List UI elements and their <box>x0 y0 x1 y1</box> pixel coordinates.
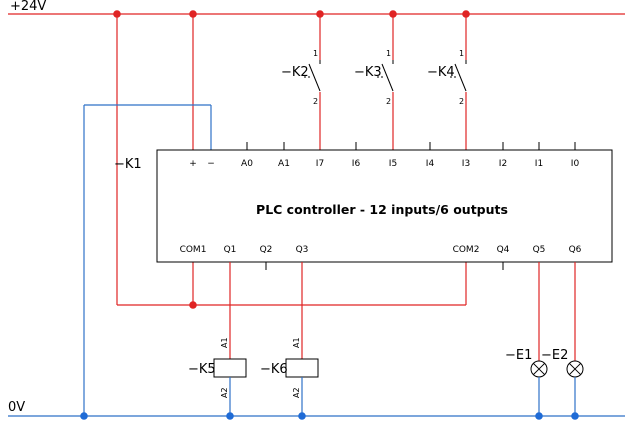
lamp-tag: −E2 <box>541 348 568 363</box>
pin-i0: I0 <box>571 159 580 169</box>
switch-tag: −K2 <box>281 65 309 80</box>
supply-wiring <box>116 14 467 306</box>
switch-k4: −K4 1 2 <box>427 14 467 150</box>
plc-bottom-pin-stubs <box>265 262 504 270</box>
junction-dot <box>226 412 234 420</box>
pin-q5: Q5 <box>533 245 546 255</box>
pin-plus: + <box>189 159 197 169</box>
junction-dot <box>189 10 197 18</box>
plc-top-pin-stubs <box>246 142 576 150</box>
ground-label: 0V <box>8 400 25 415</box>
pin-q3: Q3 <box>296 245 309 255</box>
plc-block: −K1 PLC controller - 12 inputs/6 outputs <box>114 149 613 263</box>
relay-terminal-a2: A2 <box>292 387 301 398</box>
relay-k6: −K6 A1 A2 <box>260 262 319 416</box>
pin-i1: I1 <box>535 159 543 169</box>
pin-i7: I7 <box>316 159 324 169</box>
switch-terminal-1: 1 <box>386 49 391 58</box>
switch-k3: −K3 1 2 <box>354 14 394 150</box>
switch-terminal-2: 2 <box>459 97 464 106</box>
relay-tag: −K5 <box>188 362 216 377</box>
lamp-e1: −E1 <box>505 262 548 416</box>
pin-a1: A1 <box>278 159 290 169</box>
switch-terminal-1: 1 <box>459 49 464 58</box>
pin-q6: Q6 <box>569 245 582 255</box>
switch-terminal-2: 2 <box>386 97 391 106</box>
junction-dot <box>80 412 88 420</box>
junction-dot <box>113 10 121 18</box>
pin-q1: Q1 <box>224 245 237 255</box>
junction-dot <box>571 412 579 420</box>
pin-q2: Q2 <box>260 245 273 255</box>
junction-dot <box>189 301 197 309</box>
plc-top-pins: + − A0 A1 I7 I6 I5 I4 I3 I2 I1 I0 <box>189 159 579 169</box>
switch-terminal-1: 1 <box>313 49 318 58</box>
junction-dot <box>389 10 397 18</box>
pin-minus: − <box>207 159 215 169</box>
supply-rail: +24V <box>8 0 625 15</box>
pin-com1: COM1 <box>180 245 207 255</box>
switch-terminal-2: 2 <box>313 97 318 106</box>
lamp-tag: −E1 <box>505 348 532 363</box>
pin-i5: I5 <box>389 159 397 169</box>
relay-terminal-a1: A1 <box>292 337 301 348</box>
ground-rail: 0V <box>8 400 625 417</box>
junction-dots <box>80 10 579 420</box>
junction-dot <box>462 10 470 18</box>
plc-bottom-pins: COM1 Q1 Q2 Q3 COM2 Q4 Q5 Q6 <box>180 245 582 255</box>
relay-terminal-a1: A1 <box>220 337 229 348</box>
pin-i6: I6 <box>352 159 361 169</box>
ground-wiring <box>83 104 212 416</box>
pin-i4: I4 <box>426 159 435 169</box>
pin-i2: I2 <box>499 159 507 169</box>
switch-tag: −K3 <box>354 65 382 80</box>
switch-k2: −K2 1 2 <box>281 14 321 150</box>
relay-tag: −K6 <box>260 362 288 377</box>
relay-terminal-a2: A2 <box>220 387 229 398</box>
junction-dot <box>535 412 543 420</box>
plc-title: PLC controller - 12 inputs/6 outputs <box>256 202 508 217</box>
plc-tag: −K1 <box>114 157 142 172</box>
switch-tag: −K4 <box>427 65 455 80</box>
pin-q4: Q4 <box>497 245 510 255</box>
junction-dot <box>298 412 306 420</box>
supply-label: +24V <box>10 0 46 14</box>
junction-dot <box>316 10 324 18</box>
relay-k5: −K5 A1 A2 <box>188 262 247 416</box>
pin-com2: COM2 <box>453 245 480 255</box>
lamp-e2: −E2 <box>541 262 584 416</box>
pin-i3: I3 <box>462 159 470 169</box>
pin-a0: A0 <box>241 159 253 169</box>
